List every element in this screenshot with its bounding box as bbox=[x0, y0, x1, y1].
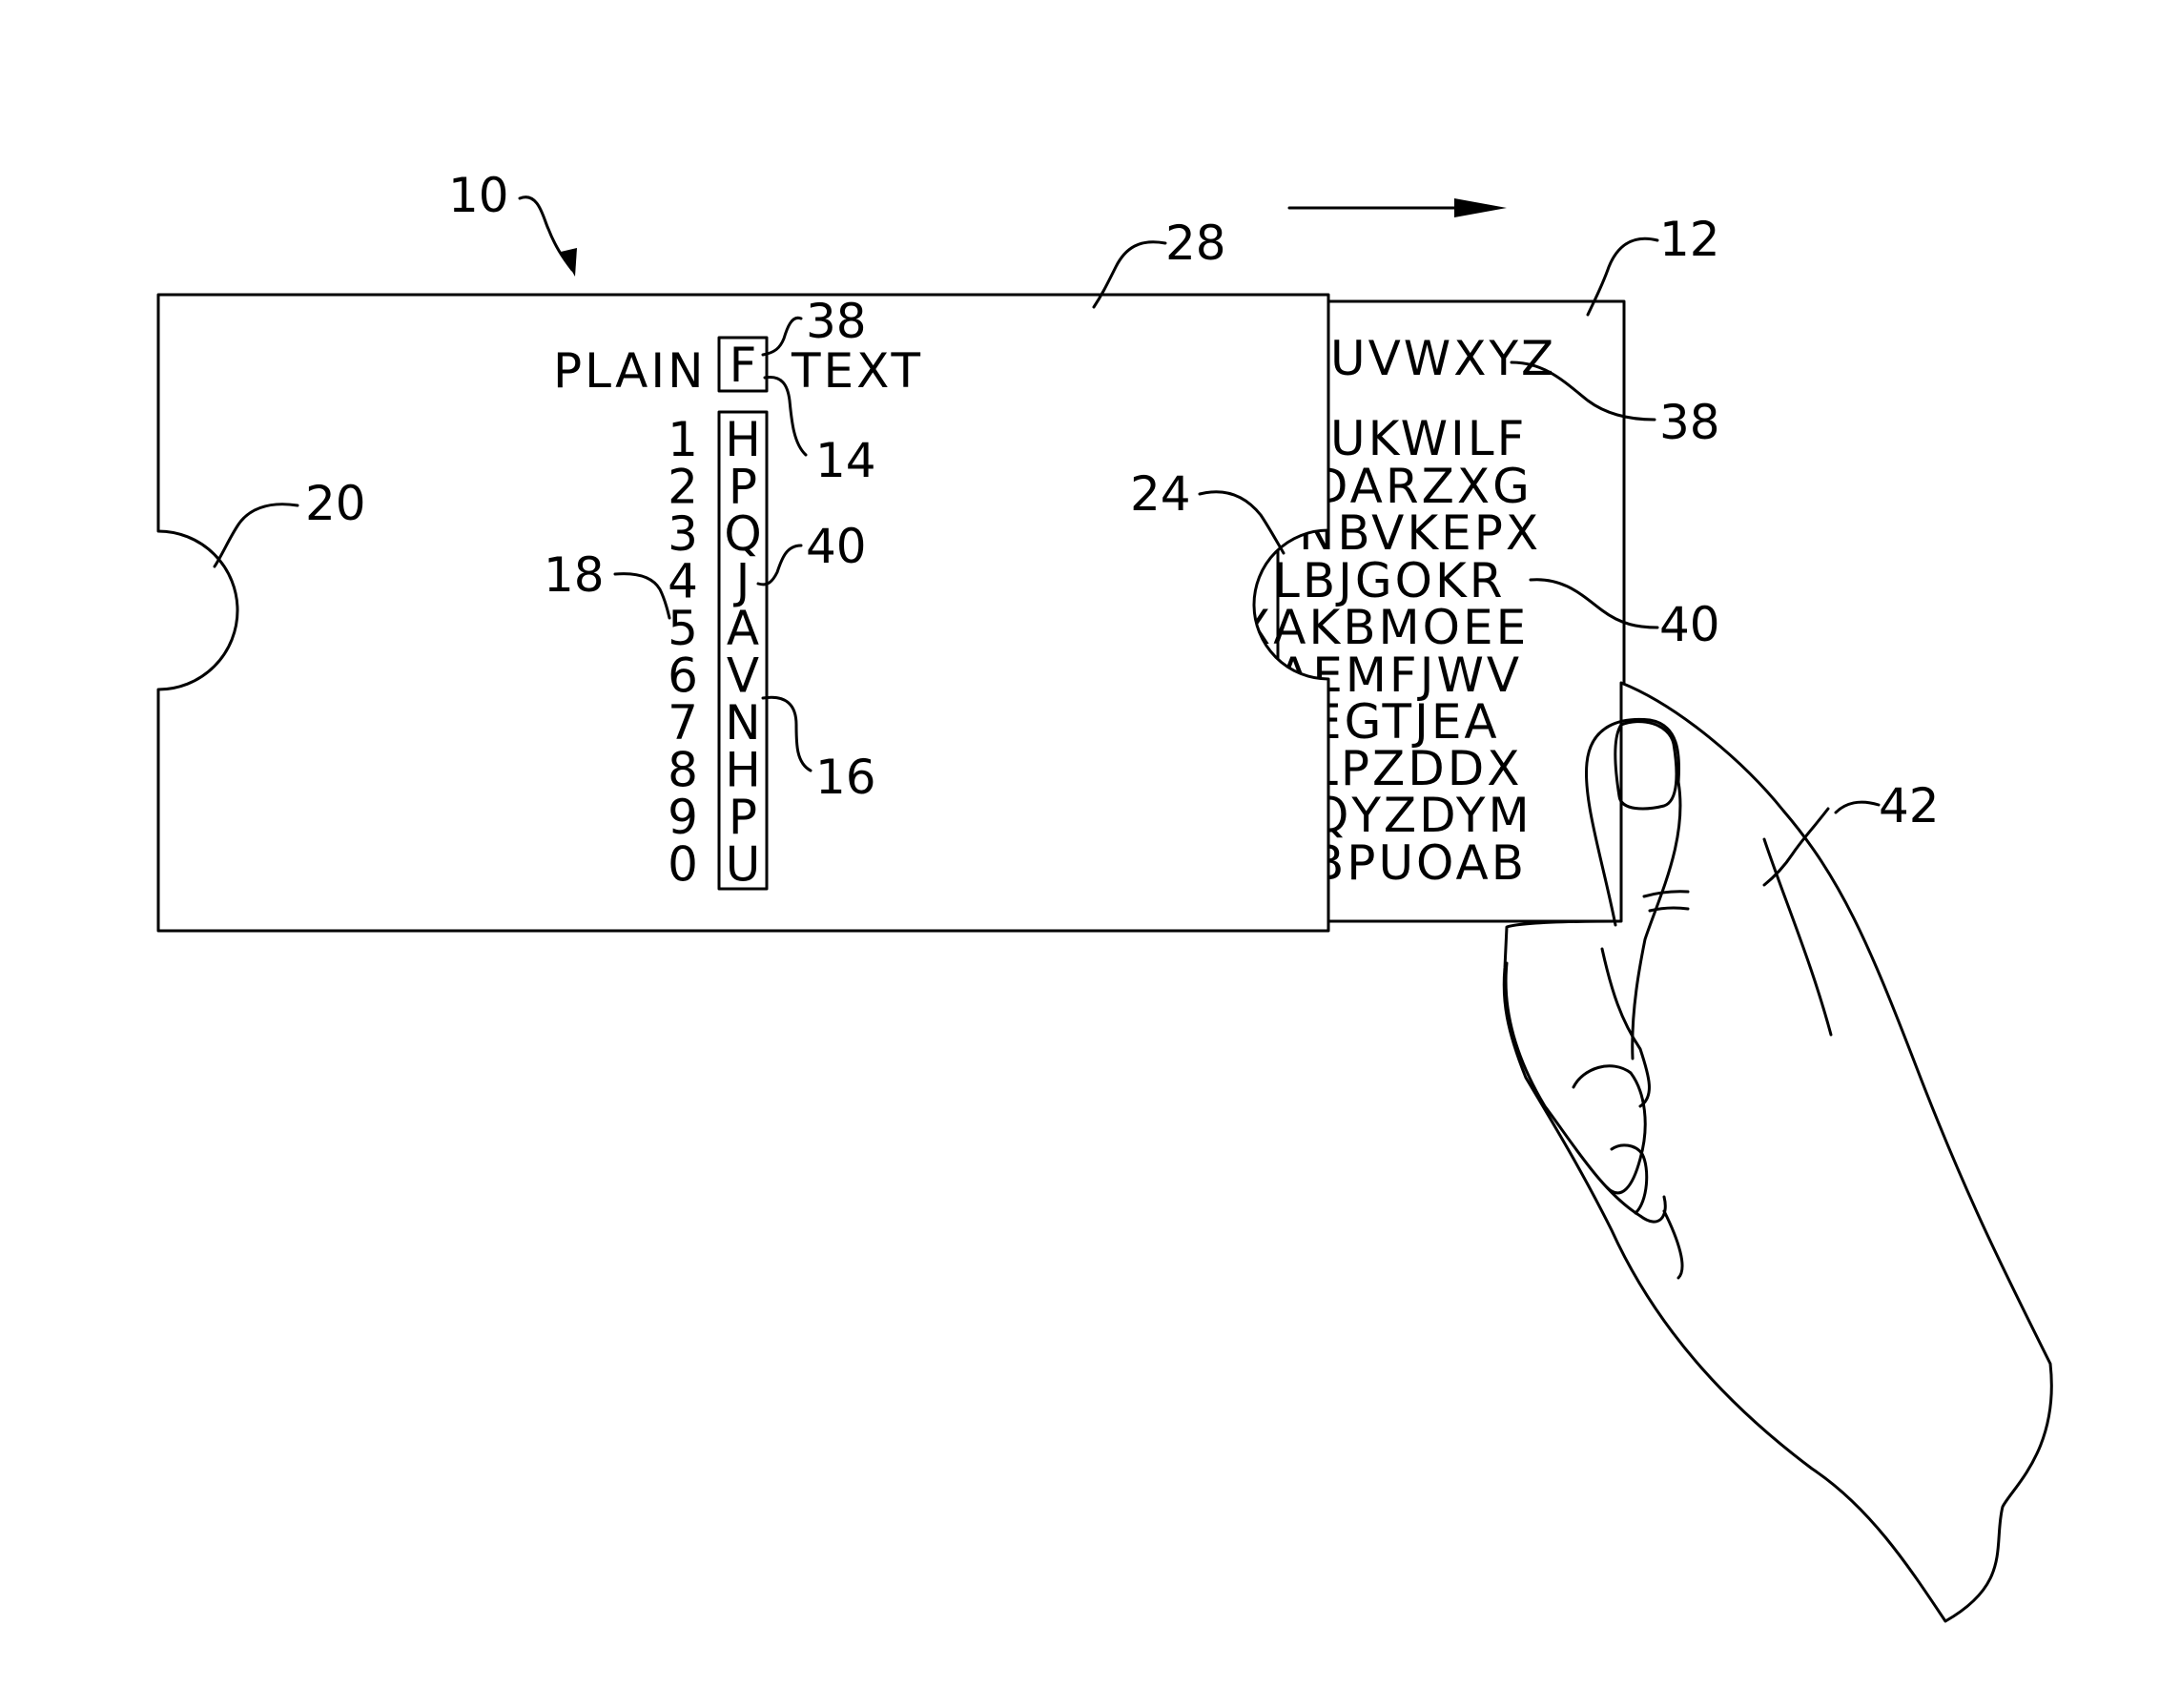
ref-14: 14 bbox=[815, 433, 876, 488]
arrowhead-10 bbox=[561, 248, 577, 277]
ref-38-back: 38 bbox=[1659, 395, 1720, 450]
ref-40-back: 40 bbox=[1659, 597, 1720, 652]
leader-10 bbox=[520, 197, 572, 270]
ref-24: 24 bbox=[1130, 466, 1191, 522]
back-alphabet-row: UVWXYZ bbox=[1330, 331, 1556, 386]
direction-arrow-head bbox=[1454, 198, 1507, 217]
ref-38-plain: 38 bbox=[806, 294, 867, 349]
ref-10: 10 bbox=[448, 168, 509, 223]
back-row: BPUOAB bbox=[1311, 835, 1527, 891]
ref-16: 16 bbox=[815, 750, 876, 805]
plain-letter: F bbox=[730, 338, 757, 393]
ref-40-column: 40 bbox=[806, 519, 867, 574]
plain-label: PLAIN bbox=[553, 343, 707, 399]
ref-28: 28 bbox=[1165, 216, 1226, 271]
ref-42: 42 bbox=[1879, 778, 1940, 833]
ref-20: 20 bbox=[305, 476, 366, 531]
front-card: PLAIN F TEXT 1H2P3Q4J5A6V7N8H9P0U bbox=[158, 295, 1328, 931]
ref-12: 12 bbox=[1659, 212, 1720, 267]
cipher-letter: U bbox=[726, 837, 761, 893]
row-number: 0 bbox=[668, 837, 698, 893]
leader-42-top bbox=[1836, 802, 1879, 813]
ref-18: 18 bbox=[544, 547, 605, 603]
text-label: TEXT bbox=[791, 343, 923, 399]
